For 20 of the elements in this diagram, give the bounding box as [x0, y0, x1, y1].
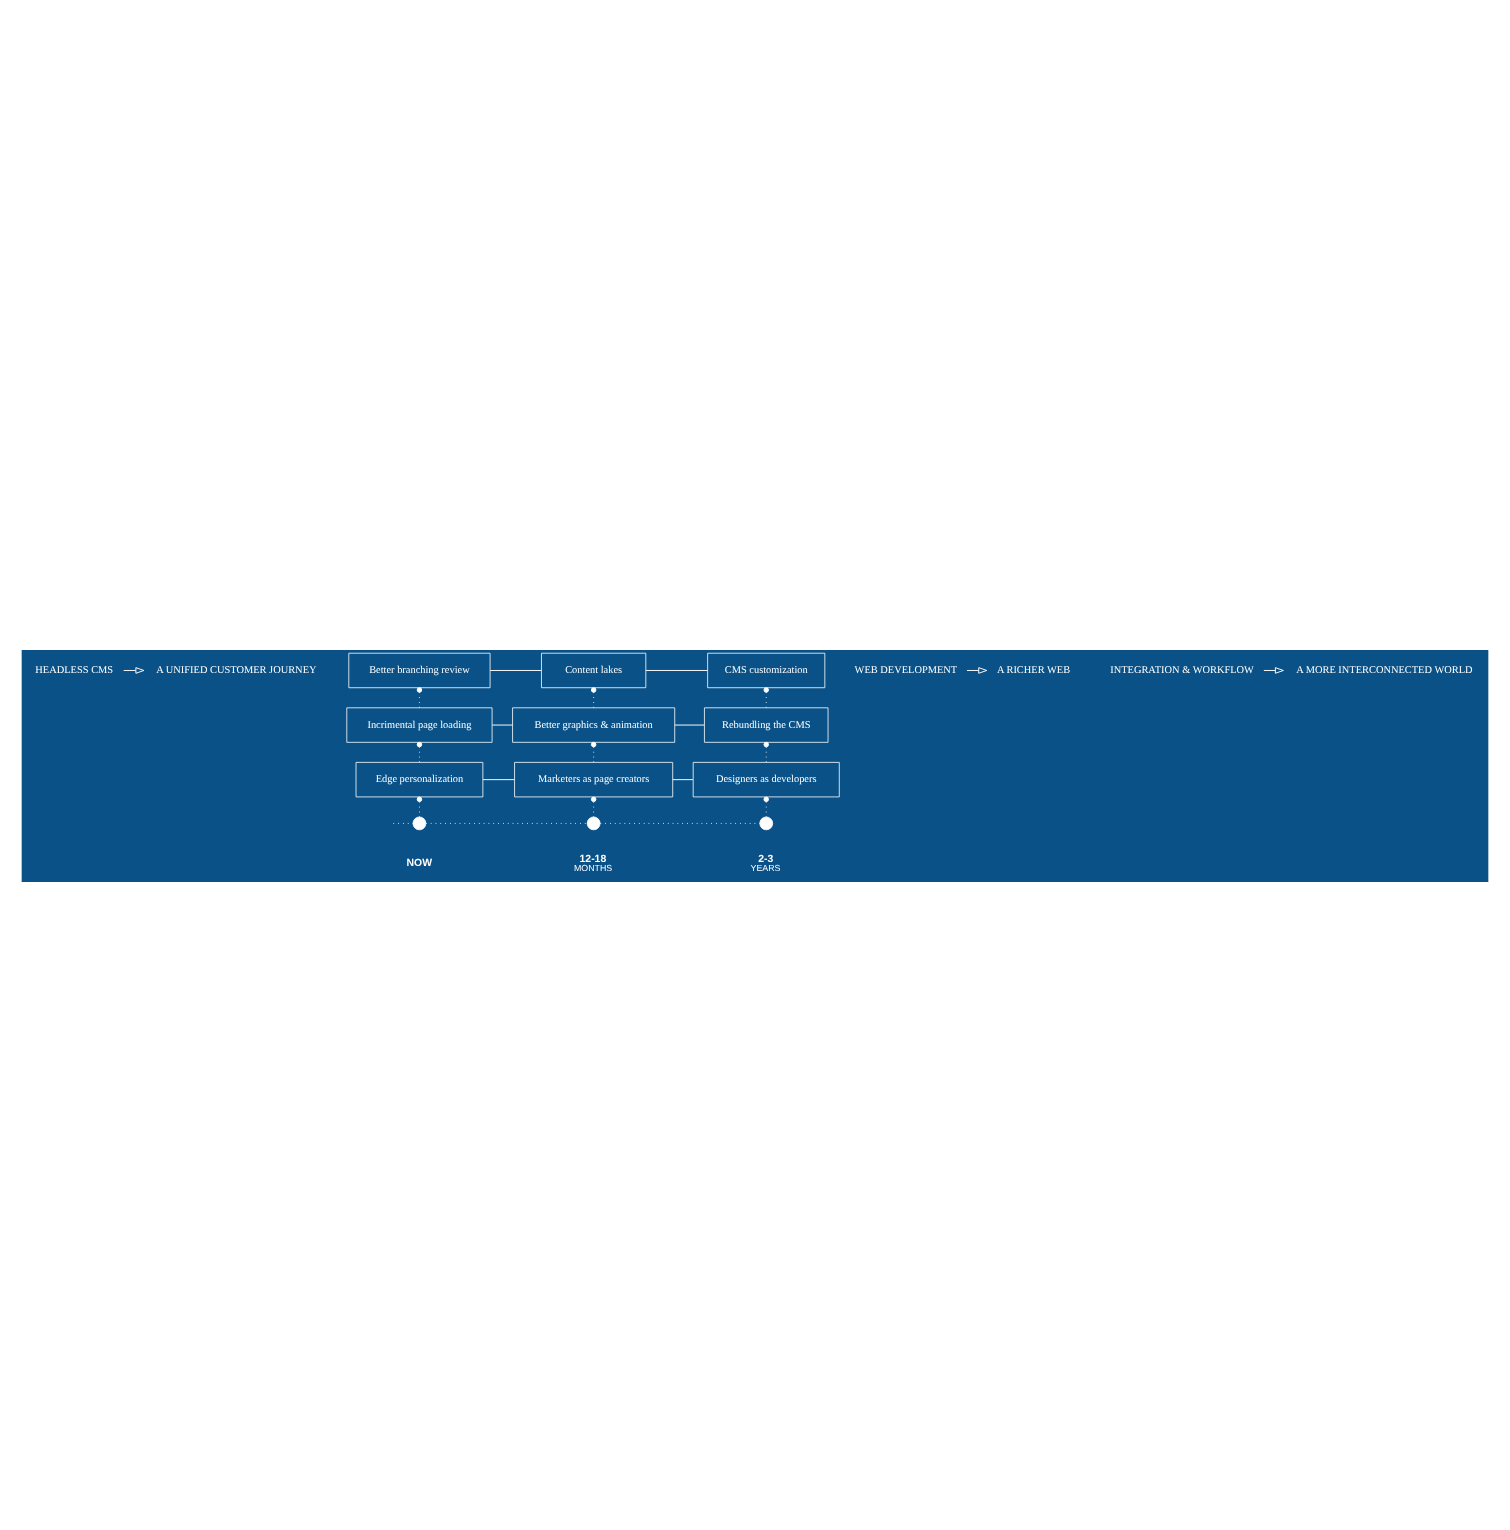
connector — [645, 669, 708, 670]
connector — [482, 778, 515, 780]
arrow — [966, 666, 988, 673]
connector — [672, 778, 694, 780]
connector — [491, 723, 513, 725]
connector — [674, 723, 705, 725]
connector — [489, 669, 542, 670]
arrow — [1263, 666, 1284, 673]
connector — [763, 795, 769, 817]
connector — [416, 740, 423, 762]
connector — [590, 740, 597, 762]
node-circle — [412, 815, 427, 830]
node-circle — [586, 815, 601, 830]
node-circle — [759, 815, 774, 830]
arrow — [123, 666, 145, 673]
connector — [425, 821, 588, 823]
connector — [590, 795, 597, 817]
connector — [599, 821, 761, 823]
connector — [416, 795, 423, 817]
connector — [763, 740, 769, 762]
